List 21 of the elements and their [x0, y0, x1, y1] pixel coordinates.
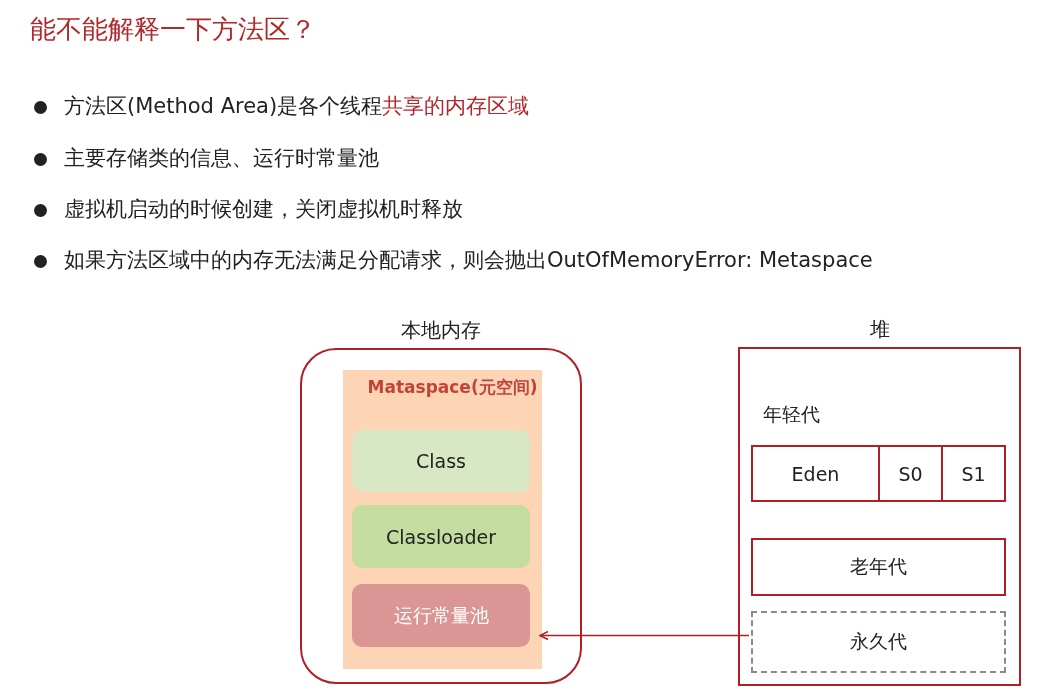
dashed-box: 永久代	[751, 611, 1006, 673]
slide-title: 能不能解释一下方法区？	[30, 13, 316, 46]
bullet-text: 如果方法区域中的内存无法满足分配请求，则会抛出OutOfMemoryError: Metaspace	[64, 247, 873, 274]
memory-region-box	[300, 348, 582, 684]
rounded-box: Class	[352, 430, 530, 492]
bullet-text: 方法区(Method Area)是各个线程共享的内存区域	[64, 93, 530, 120]
heap-box	[738, 347, 1021, 686]
region-heading: 本地内存	[400, 317, 482, 344]
memory-cell: 老年代	[751, 538, 1006, 596]
memory-cell: S0	[878, 445, 943, 502]
rounded-box: Classloader	[352, 505, 530, 568]
bullet-text: 主要存储类的信息、运行时常量池	[64, 145, 379, 172]
memory-cell: S1	[941, 445, 1006, 502]
region-heading: 堆	[868, 316, 891, 343]
memory-cell: Eden	[751, 445, 880, 502]
rounded-box: 运行常量池	[352, 584, 530, 647]
metaspace-panel	[343, 370, 542, 669]
panel-heading: Mataspace(元空间)	[367, 376, 538, 399]
bullet-text: 虚拟机启动的时候创建，关闭虚拟机时释放	[64, 196, 463, 223]
arrow	[539, 630, 750, 641]
section-label: 年轻代	[763, 402, 820, 427]
